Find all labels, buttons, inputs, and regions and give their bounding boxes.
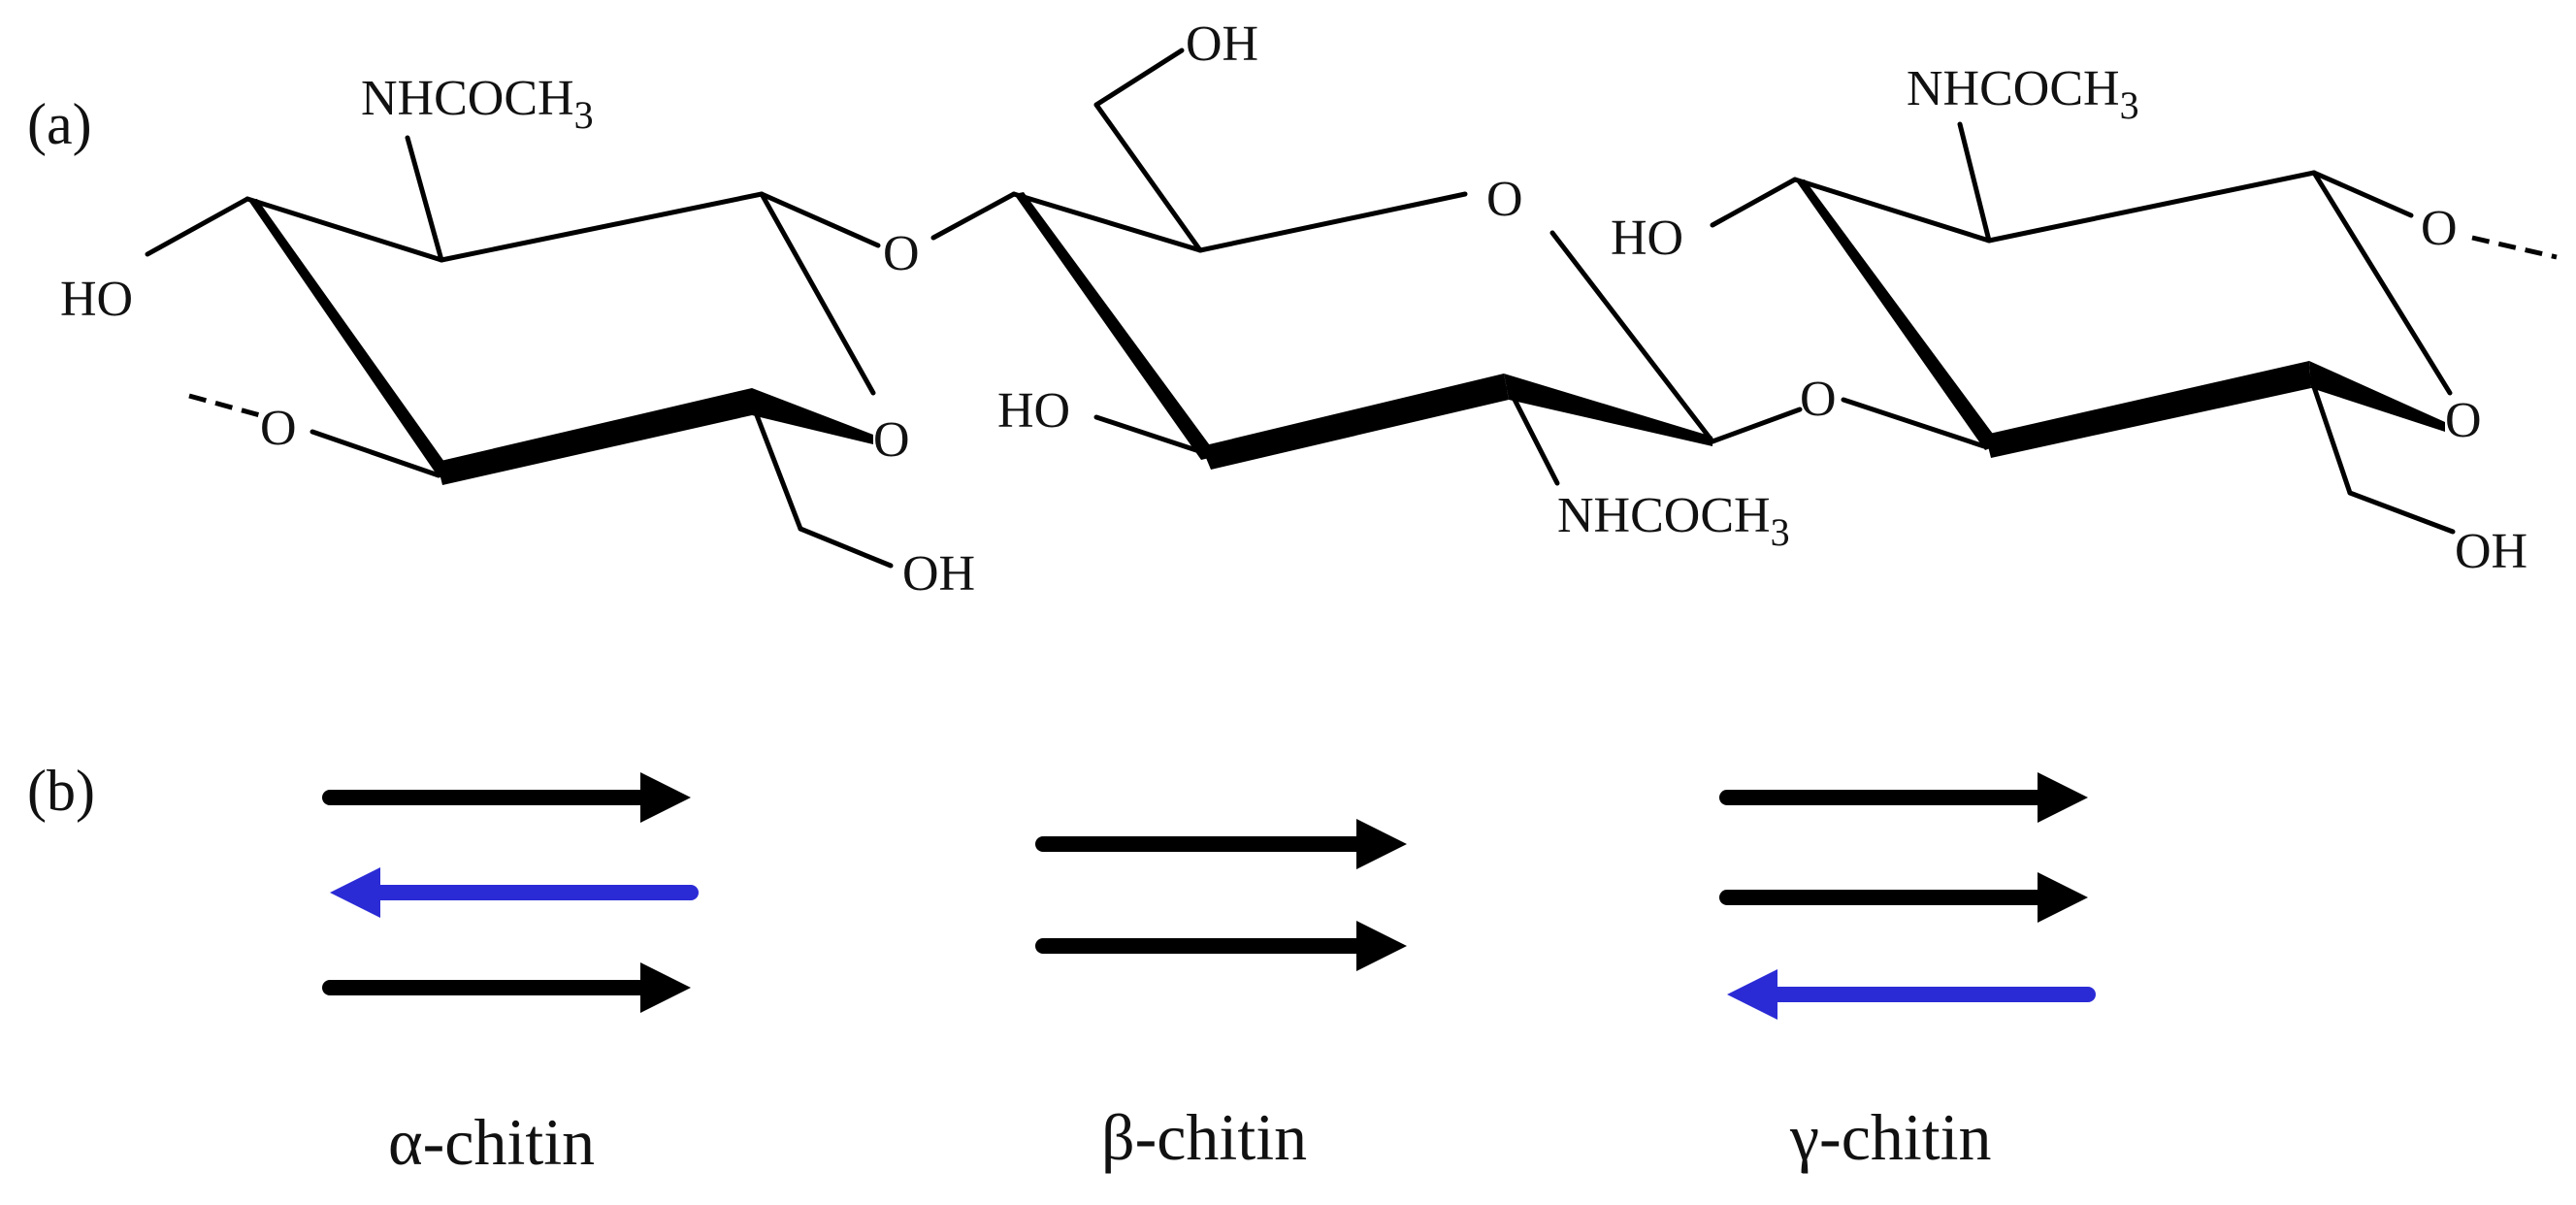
panel-a-label: (a) bbox=[27, 92, 92, 156]
ring-2-oh-label: OH bbox=[1186, 16, 1258, 72]
gamma-chain-arrow-2-right bbox=[1719, 872, 2088, 923]
alpha-chitin-label: α-chitin bbox=[388, 1105, 595, 1179]
sugar-ring-1 bbox=[145, 135, 894, 569]
alpha-chain-arrow-2-left bbox=[330, 867, 699, 918]
ring-1-ring-oxygen: O bbox=[873, 412, 910, 468]
panel-b-label: (b) bbox=[27, 759, 95, 823]
ring-1-wedge-right bbox=[752, 388, 873, 444]
gamma-chain-arrow-1-right bbox=[1719, 772, 2088, 823]
ring-3-ho-label: HO bbox=[1611, 211, 1683, 266]
ring-2-wedge-left bbox=[1014, 192, 1218, 460]
ring-2-wedge-right bbox=[1504, 374, 1712, 446]
ring-3-link-oxygen: O bbox=[2421, 201, 2458, 256]
ring-3-ring-oxygen: O bbox=[2445, 393, 2482, 448]
ring-1-nhcoch3-label: NHCOCH3 bbox=[361, 71, 594, 137]
gamma-chain-arrow-3-left bbox=[1727, 969, 2096, 1020]
beta-chain-arrow-1-right bbox=[1035, 819, 1407, 869]
alpha-chain-arrow-3-right bbox=[322, 962, 691, 1013]
ring-3-wedge-left bbox=[1795, 179, 2001, 450]
ring-3-nhcoch3-label: NHCOCH3 bbox=[1907, 61, 2139, 127]
ring-1-front-bond bbox=[437, 388, 752, 485]
beta-chitin-label: β-chitin bbox=[1101, 1100, 1307, 1174]
ring-1-wedge-left bbox=[247, 199, 454, 477]
ring-1-ho-label: HO bbox=[60, 272, 133, 327]
glycosidic-oxygen-2-3: O bbox=[1800, 372, 1837, 427]
alpha-chain-arrow-1-right bbox=[322, 772, 691, 823]
beta-chain-arrow-2-right bbox=[1035, 921, 1407, 971]
ring-3-oh-label: OH bbox=[2455, 524, 2527, 579]
ring-3-wedge-right bbox=[2309, 361, 2445, 432]
ring-1-oh-label: OH bbox=[902, 546, 975, 602]
gamma-chitin-label: γ-chitin bbox=[1789, 1100, 1992, 1174]
ring-2-front-bond bbox=[1201, 374, 1509, 470]
glycosidic-oxygen-1-2: O bbox=[883, 226, 920, 281]
sugar-ring-3 bbox=[1710, 121, 2558, 535]
sugar-ring-2 bbox=[1011, 48, 1715, 486]
ring-1-link-oxygen: O bbox=[260, 401, 297, 456]
ring-2-ho-label: HO bbox=[997, 383, 1070, 439]
ring-2-ring-oxygen: O bbox=[1486, 172, 1523, 227]
chain-arrows bbox=[322, 772, 2096, 1020]
ring-3-front-bond bbox=[1985, 361, 2311, 458]
ring-2-nhcoch3-label: NHCOCH3 bbox=[1557, 488, 1790, 554]
